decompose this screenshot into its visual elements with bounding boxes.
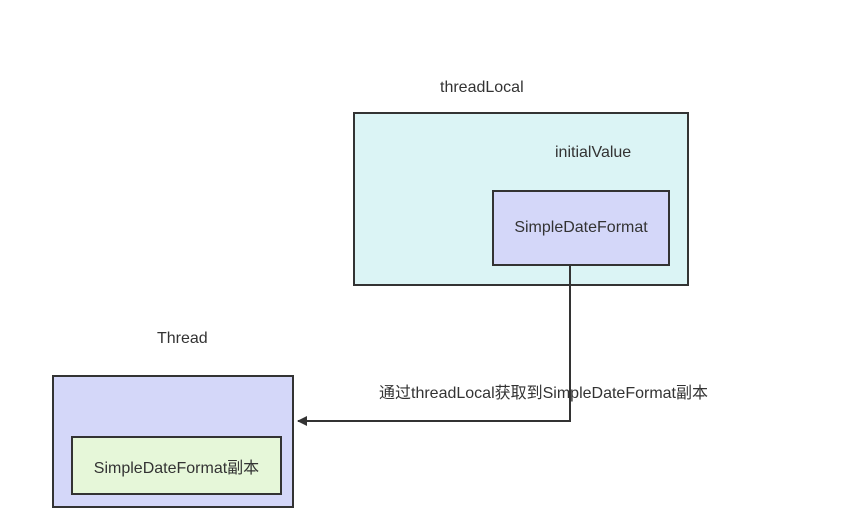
simpledateformat-copy-box[interactable]: SimpleDateFormat副本 bbox=[71, 436, 282, 495]
edge-arrow bbox=[297, 266, 571, 426]
thread-title: Thread bbox=[157, 330, 208, 347]
simpledateformat-box[interactable]: SimpleDateFormat bbox=[492, 190, 670, 266]
threadlocal-title: threadLocal bbox=[440, 79, 524, 96]
edge-label: 通过threadLocal获取到SimpleDateFormat副本 bbox=[379, 385, 708, 402]
initial-value-label: initialValue bbox=[555, 144, 632, 161]
